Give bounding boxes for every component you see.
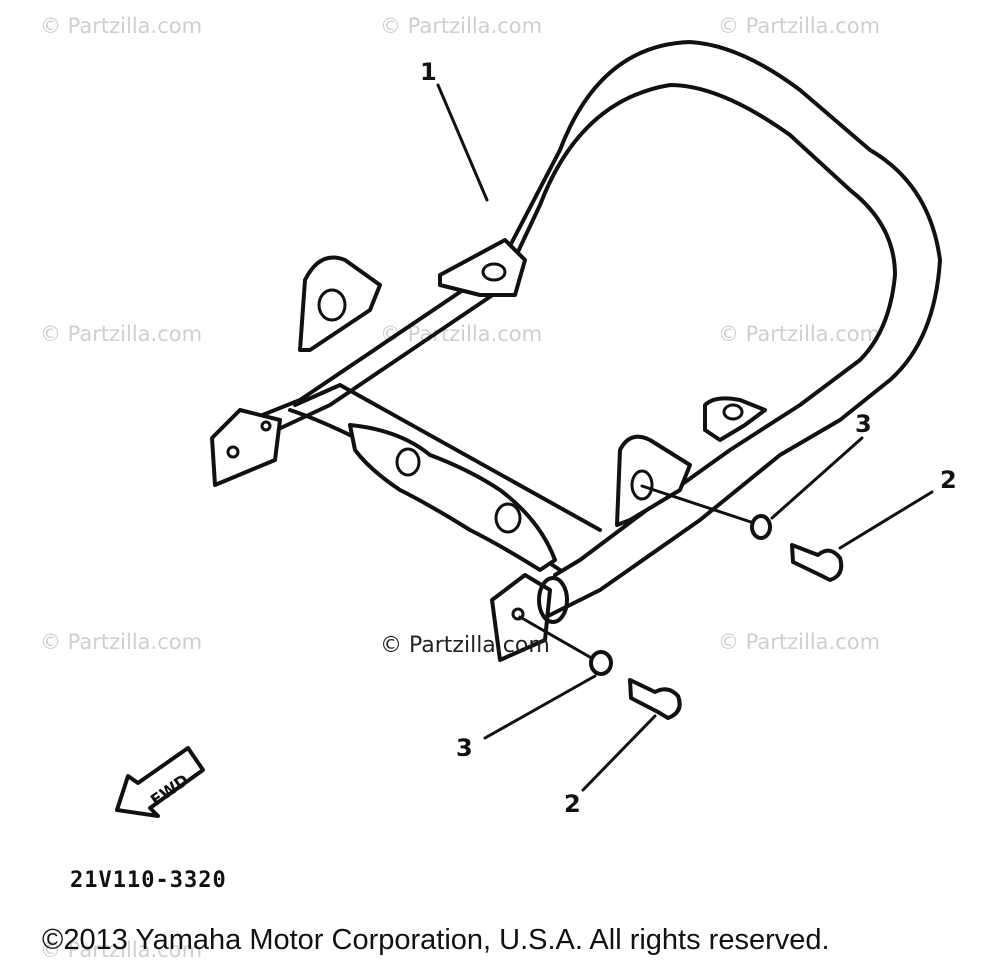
- lower-bracket-plate: [348, 423, 557, 572]
- centerline-upper: [640, 484, 762, 527]
- watermark: © Partzilla.com: [40, 14, 203, 38]
- cross-member: [293, 383, 602, 532]
- tube-end: [537, 576, 569, 624]
- leader-part3-lower: [483, 674, 597, 740]
- watermark: © Partzilla.com: [718, 322, 881, 346]
- bracket-hole: [317, 288, 347, 322]
- copyright-notice: ©2013 Yamaha Motor Corporation, U.S.A. A…: [42, 924, 830, 956]
- grab-bar-inner: [253, 83, 897, 577]
- callout-2-upper: 2: [940, 466, 957, 494]
- bracket-hole: [630, 469, 654, 501]
- watermark: © Partzilla.com: [40, 630, 203, 654]
- callout-3-upper: 3: [855, 410, 872, 438]
- center-watermark: © Partzilla.com: [380, 633, 550, 658]
- bracket-upper-left: [298, 255, 382, 352]
- bolt-lower: [628, 678, 682, 720]
- centerline-lower: [518, 615, 597, 662]
- callout-3-lower: 3: [456, 734, 473, 762]
- leader-part2-lower: [581, 714, 657, 792]
- grab-bar-outer: [223, 40, 942, 622]
- bracket-hole: [722, 403, 744, 421]
- washer-lower: [589, 650, 613, 676]
- washer-upper: [750, 514, 772, 540]
- watermark: © Partzilla.com: [718, 14, 881, 38]
- watermark: © Partzilla.com: [380, 14, 543, 38]
- callout-2-lower: 2: [564, 790, 581, 818]
- plate-hole: [481, 262, 507, 282]
- watermark: © Partzilla.com: [718, 630, 881, 654]
- tab-hole: [226, 445, 240, 459]
- watermark: © Partzilla.com: [40, 322, 203, 346]
- callout-1: 1: [420, 58, 437, 86]
- diagram-code: 21V110-3320: [70, 868, 227, 893]
- tab-hole: [511, 607, 525, 621]
- leader-part3-upper: [770, 436, 864, 520]
- leader-part1: [436, 83, 489, 202]
- leader-part2-upper: [838, 490, 934, 550]
- bolt-upper: [790, 543, 844, 582]
- plate-hole: [395, 447, 421, 477]
- tab-front-left: [210, 408, 282, 487]
- plate-top-center: [438, 238, 527, 297]
- fwd-arrow-icon: [115, 746, 205, 818]
- plate-hole: [494, 502, 522, 534]
- tab-hole: [260, 420, 272, 432]
- watermark: © Partzilla.com: [40, 938, 203, 962]
- bracket-right-mount: [615, 434, 692, 527]
